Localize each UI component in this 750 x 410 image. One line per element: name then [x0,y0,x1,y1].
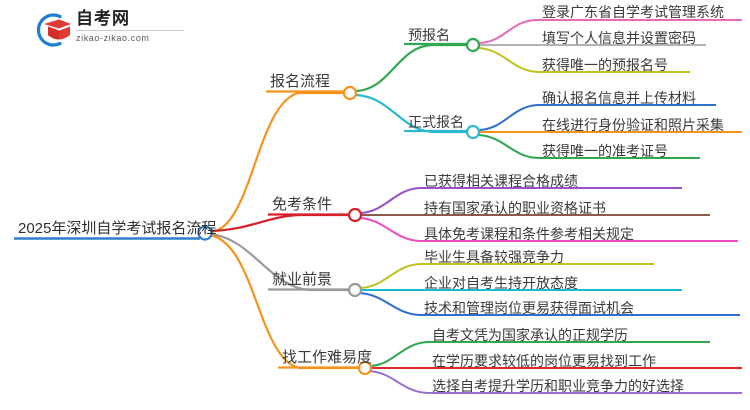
branch-2-node-dot [347,282,363,298]
leaf-jiuye-2[interactable]: 企业对自考生持开放态度 [424,275,578,291]
leaf-yubaoming-2[interactable]: 填写个人信息并设置密码 [542,30,696,46]
edge-root-to-branch-1 [209,213,352,233]
leaf-zhengshibaoming-3[interactable]: 获得唯一的准考证号 [542,143,668,159]
logo-subtitle: zikao-zikao.com [76,33,150,43]
graduation-cap-logo-icon [36,13,71,47]
leaf-yubaoming-3[interactable]: 获得唯一的预报名号 [542,57,668,73]
sub-0-1-node-dot [465,124,481,140]
root-node-label[interactable]: 2025年深圳自学考试报名流程 [18,220,217,237]
leaf-zhaogongzuo-1[interactable]: 自考文凭为国家承认的正规学历 [432,327,628,343]
leaf-miankao-3[interactable]: 具体免考课程和条件参考相关规定 [424,226,634,242]
site-logo: 自考网 zikao-zikao.com [30,8,200,52]
leaf-zhaogongzuo-3[interactable]: 选择自考提升学历和职业竞争力的好选择 [432,378,684,394]
branch-0-node-dot [342,85,358,101]
edge-branch0-to-yubaoming [355,43,472,93]
logo-title: 自考网 [76,9,130,28]
sub-0-0-node-dot [465,37,481,53]
logo-divider [76,30,184,31]
leaf-yubaoming-1[interactable]: 登录广东省自学考试管理系统 [542,4,724,20]
branch-label-zhaogongzuonanyidu[interactable]: 找工作难易度 [282,349,373,366]
leaf-zhengshibaoming-2[interactable]: 在线进行身份验证和照片采集 [542,117,724,133]
sub-label-zhengshibaoming[interactable]: 正式报名 [408,114,464,130]
branch-label-jiuyeqianjing[interactable]: 就业前景 [272,271,333,288]
leaf-miankao-1[interactable]: 已获得相关课程合格成绩 [424,173,578,189]
branch-1-node-dot [347,207,363,223]
leaf-zhengshibaoming-1[interactable]: 确认报名信息并上传材料 [542,90,696,106]
branch-label-baomingliucheng[interactable]: 报名流程 [270,73,331,90]
leaf-jiuye-3[interactable]: 技术和管理岗位更易获得面试机会 [424,300,634,316]
branch-label-miankaotiaojian[interactable]: 免考条件 [272,196,333,213]
logo-text-block: 自考网 zikao-zikao.com [76,9,196,45]
leaf-zhaogongzuo-2[interactable]: 在学历要求较低的岗位更易找到工作 [432,353,656,369]
sub-label-yubaoming[interactable]: 预报名 [408,27,450,43]
leaf-jiuye-1[interactable]: 毕业生具备较强竞争力 [424,249,564,265]
leaf-miankao-2[interactable]: 持有国家承认的职业资格证书 [424,200,606,216]
